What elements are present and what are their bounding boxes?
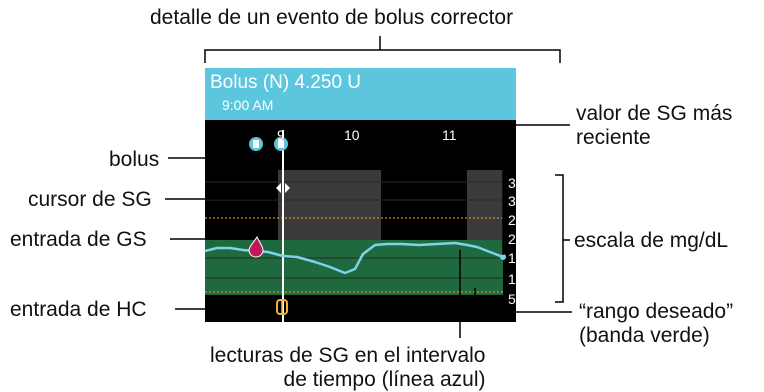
bolus-title: Bolus (N) 4.250 U [210, 72, 362, 93]
latest-sg-point [500, 254, 506, 260]
carb-entry-icon [276, 299, 288, 315]
cursor-arrows-icon [276, 183, 290, 193]
event-header: Bolus (N) 4.250 U 9:00 AM [205, 68, 516, 120]
latest-sg-callout: valor de SG más reciente [576, 102, 733, 149]
bolus-callout: bolus [109, 148, 160, 171]
time-label-10: 10 [344, 127, 360, 143]
y-tick-150: 150 [508, 250, 516, 266]
title-callout: detalle de un evento de bolus corrector [150, 6, 514, 29]
top-bracket [204, 49, 561, 63]
event-time: 9:00 AM [222, 97, 274, 113]
scale-callout: escala de mg/dL [574, 229, 729, 252]
y-tick-350: 350 [508, 175, 516, 191]
y-tick-50: 50 [508, 291, 516, 307]
target-range-callout: “rango deseado” (banda verde) [579, 300, 734, 347]
bolus-icon [249, 137, 263, 151]
time-label-9: 9 [277, 127, 285, 143]
bg-entry-callout: entrada de GS [10, 228, 147, 251]
pump-screen: Bolus (N) 4.250 U 9:00 AM [205, 68, 516, 322]
sg-graph: 9 10 11 350 300 250 200 150 100 50 [205, 127, 516, 322]
y-tick-100: 100 [508, 271, 516, 287]
target-range-leader [474, 288, 572, 313]
y-tick-250: 250 [508, 212, 516, 228]
sg-cursor-callout: cursor de SG [28, 188, 152, 211]
y-tick-300: 300 [508, 193, 516, 209]
carb-entry-callout: entrada de HC [10, 298, 147, 321]
bg-drop-icon [248, 236, 264, 258]
bolus-icon [274, 137, 288, 151]
scale-bracket [555, 174, 564, 303]
time-label-11: 11 [442, 127, 457, 143]
latest-sg-leader [502, 124, 570, 255]
y-tick-200: 200 [508, 231, 516, 247]
sg-readings-callout: lecturas de SG en el intervalo de tiempo… [210, 344, 486, 391]
